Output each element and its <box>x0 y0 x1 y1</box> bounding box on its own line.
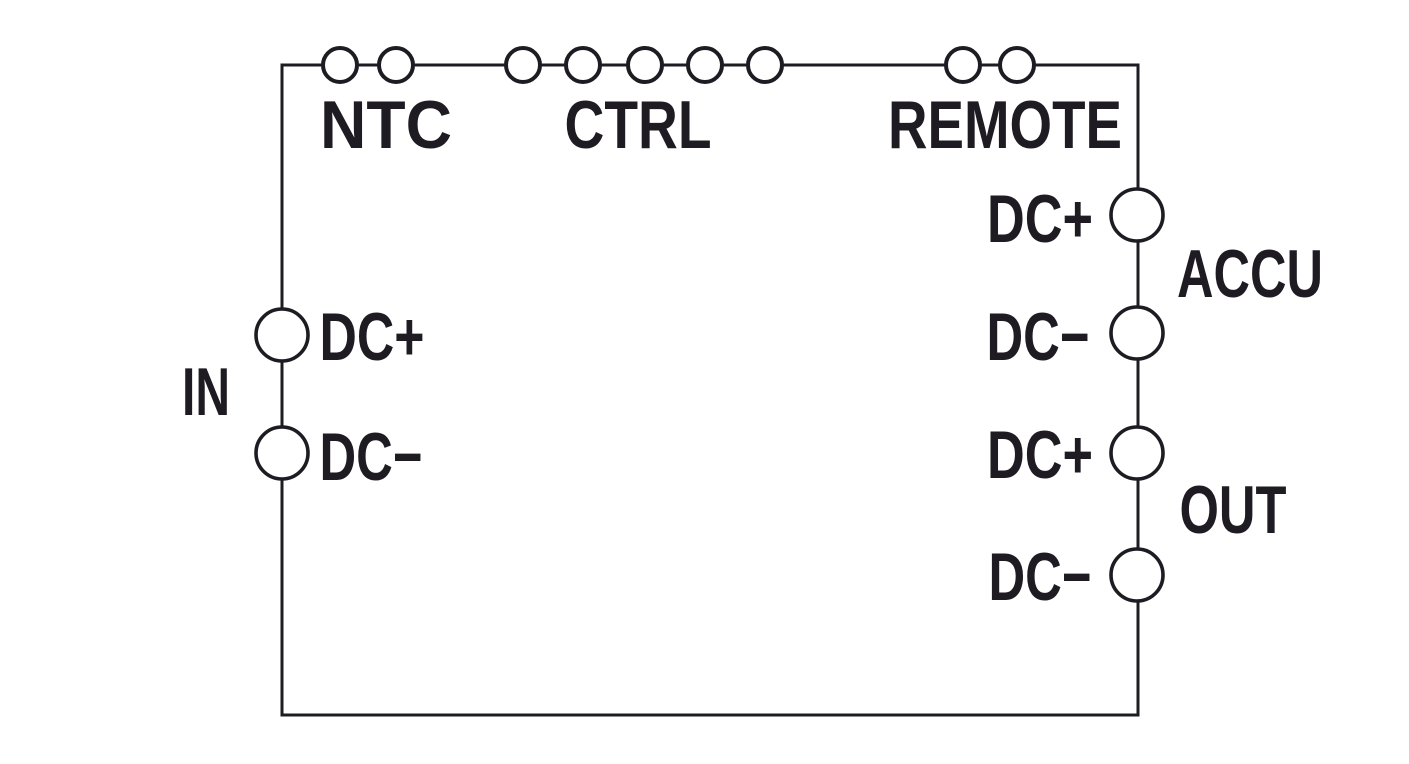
accu-dc-minus-terminal <box>1109 305 1165 361</box>
out-dc-minus-terminal <box>1109 547 1165 603</box>
accu-dc-plus-label: DC+ <box>987 181 1093 257</box>
in-terminal-group <box>254 307 310 481</box>
ctrl-terminal-2 <box>564 46 602 84</box>
in-dc-plus-label: DC+ <box>320 299 425 375</box>
remote-terminal-2 <box>998 46 1036 84</box>
out-label: OUT <box>1180 472 1287 548</box>
out-dc-plus-terminal <box>1109 425 1165 481</box>
accu-label: ACCU <box>1177 236 1323 312</box>
ntc-terminal-1 <box>321 46 359 84</box>
in-dc-plus-terminal <box>254 307 310 363</box>
out-dc-plus-label: DC+ <box>987 417 1093 493</box>
ntc-terminal-group <box>321 46 415 84</box>
ctrl-terminal-4 <box>686 46 724 84</box>
in-label: IN <box>182 354 230 430</box>
ntc-terminal-2 <box>377 46 415 84</box>
remote-terminal-1 <box>944 46 982 84</box>
ctrl-terminal-3 <box>626 46 664 84</box>
accu-dc-minus-label: DC− <box>987 299 1090 375</box>
in-dc-minus-terminal <box>254 425 310 481</box>
accu-terminal-group <box>1109 187 1165 361</box>
ctrl-terminal-5 <box>746 46 784 84</box>
remote-terminal-group <box>944 46 1036 84</box>
ctrl-terminal-group <box>504 46 784 84</box>
accu-dc-plus-terminal <box>1109 187 1165 243</box>
remote-label: REMOTE <box>888 87 1122 163</box>
in-dc-minus-label: DC− <box>320 419 423 495</box>
out-terminal-group <box>1109 425 1165 603</box>
out-dc-minus-label: DC− <box>989 539 1092 615</box>
ctrl-label: CTRL <box>565 87 712 163</box>
ctrl-terminal-1 <box>504 46 542 84</box>
ntc-label: NTC <box>320 87 452 163</box>
